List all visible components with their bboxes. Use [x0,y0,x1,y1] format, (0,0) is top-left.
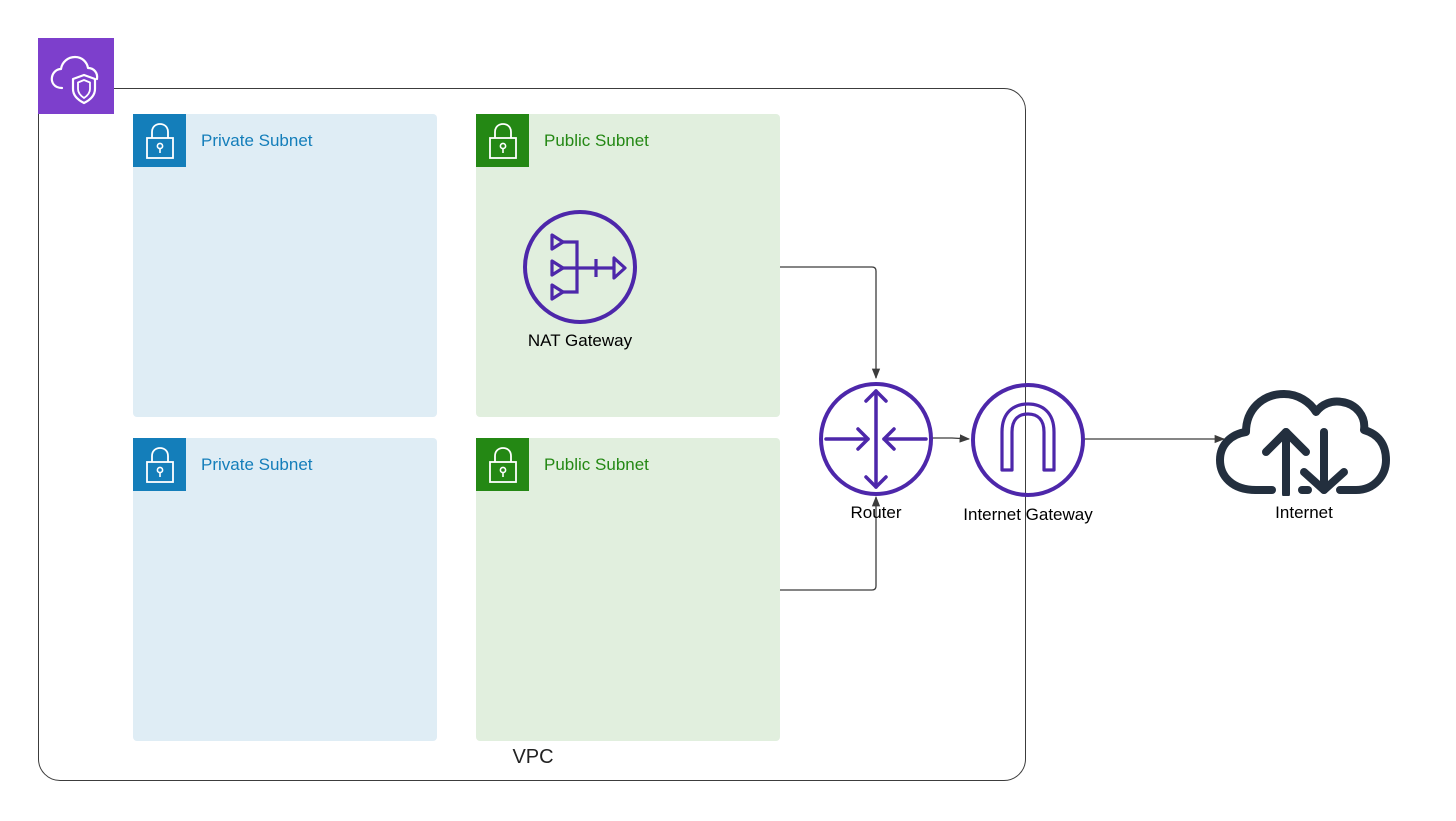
lock-icon [488,446,517,483]
cloud-upload-download-icon [1216,390,1390,496]
internet-gateway-icon [971,383,1085,497]
connector-public-1-to-router [780,266,881,380]
internet-label: Internet [1275,503,1333,522]
subnet-label: Public Subnet [544,455,649,474]
subnet-badge [476,438,529,491]
vpc-badge [38,38,114,114]
cloud-shield-icon [50,55,99,105]
subnet-label: Public Subnet [544,131,649,150]
vpc-label: VPC [512,746,554,768]
subnet-label: Private Subnet [201,455,313,474]
router-icon [819,382,933,496]
nat-gateway-label: NAT Gateway [527,331,633,350]
private-subnet-2: Private Subnet [133,438,437,741]
private-subnet-1: Private Subnet [133,114,437,417]
internet-gateway-label: Internet Gateway [963,505,1093,524]
lock-icon [145,446,174,483]
subnet-label: Private Subnet [201,131,313,150]
connector-router-to-igw [932,434,971,443]
connector-public-2-to-router [780,495,881,591]
lock-icon [145,122,174,159]
nat-gateway-icon [523,210,637,324]
router-label: Router [850,503,902,522]
vpc-container [38,88,1026,781]
subnet-badge [133,438,186,491]
subnet-badge [133,114,186,167]
subnet-badge [476,114,529,167]
lock-icon [488,122,517,159]
public-subnet-2: Public Subnet [476,438,780,741]
